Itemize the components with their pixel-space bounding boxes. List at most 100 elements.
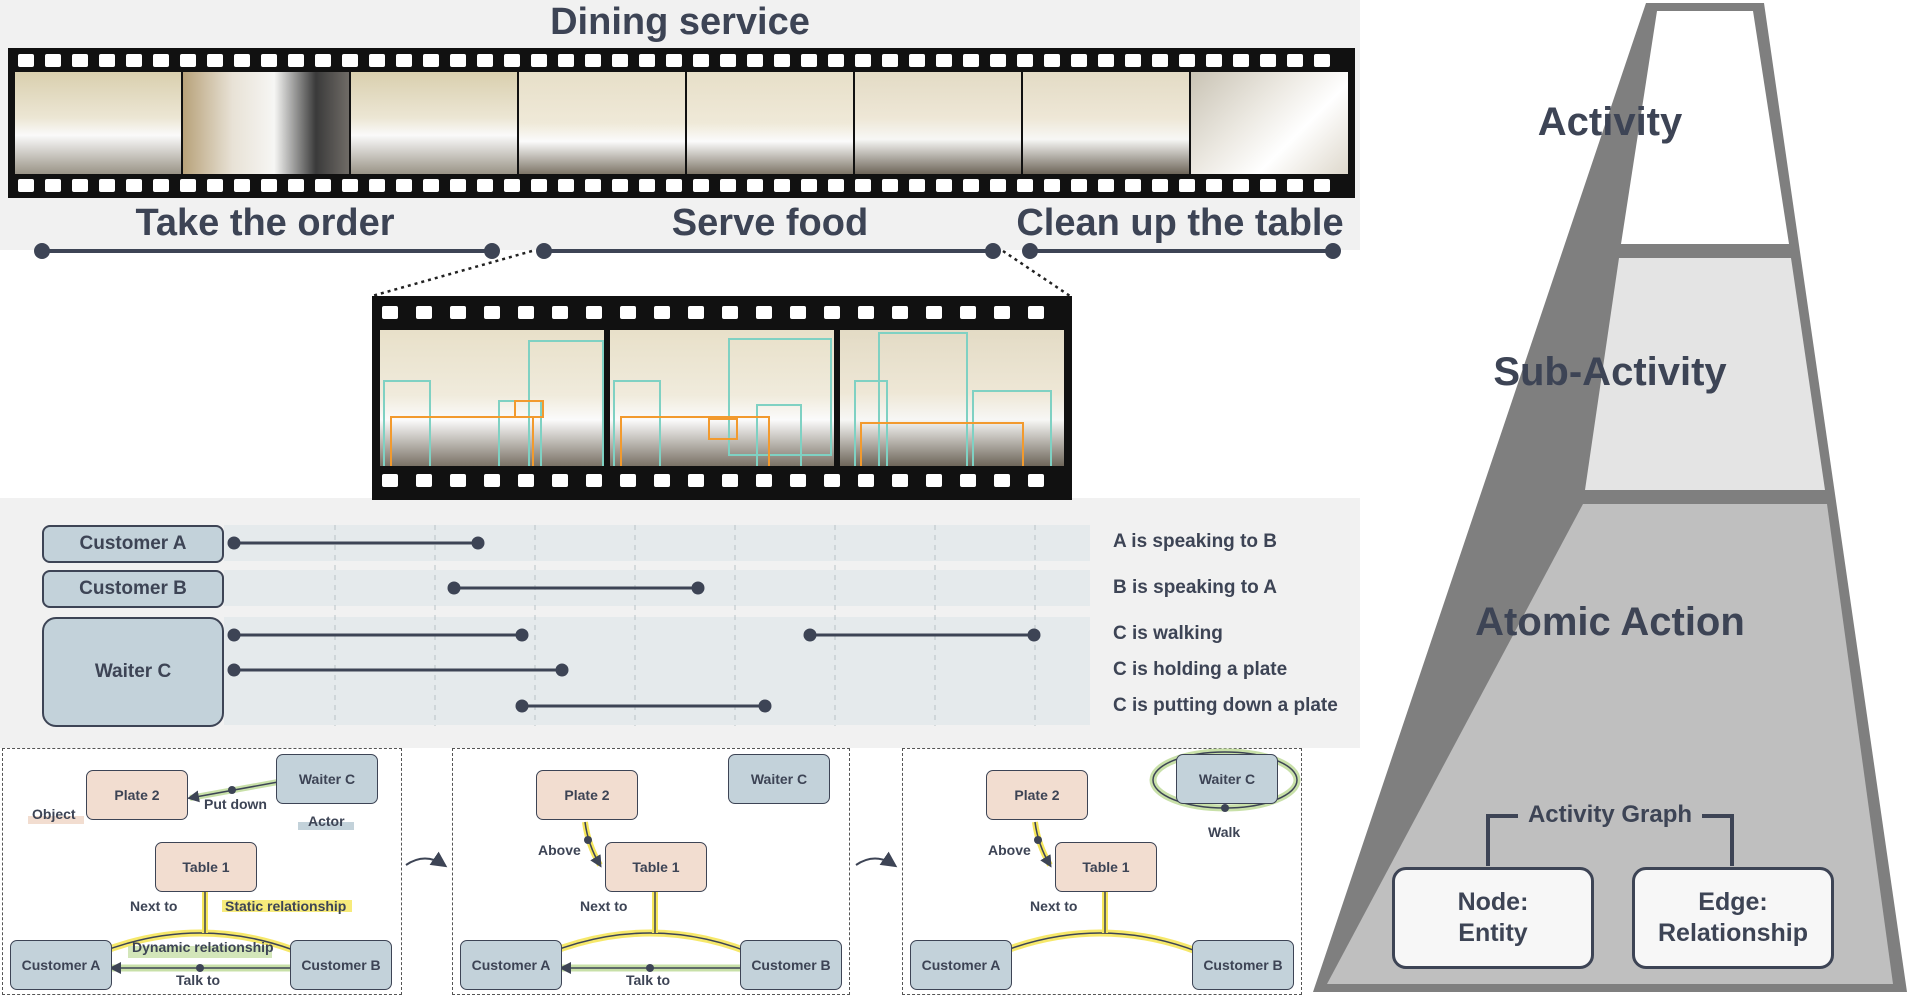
film-sprocket-hole: [855, 179, 871, 192]
film-sprocket-hole: [315, 54, 331, 67]
activity-graph-bracket: [1486, 814, 1734, 866]
action-label: A is speaking to B: [1113, 531, 1277, 552]
film-sprocket-hole: [531, 179, 547, 192]
film-sprocket-hole: [963, 54, 979, 67]
film-sprocket-hole: [926, 306, 942, 319]
film-sprocket-hole: [828, 54, 844, 67]
bbox-teal: [878, 332, 968, 466]
film-sprocket-hole: [1233, 179, 1249, 192]
film-sprocket-hole: [234, 179, 250, 192]
pyramid-tier-activity: [1621, 11, 1789, 244]
film-sprocket-hole: [416, 306, 432, 319]
film-sprocket-hole: [936, 54, 952, 67]
film-sprocket-hole: [1071, 179, 1087, 192]
bbox-teal: [728, 338, 832, 456]
timeline-gridlines: [334, 525, 1036, 726]
zoom-line-left: [371, 249, 533, 298]
segment-label-take-order: Take the order: [135, 202, 395, 244]
film-sprocket-hole: [1233, 54, 1249, 67]
segment-end-dot: [484, 243, 500, 259]
film-sprocket-hole: [586, 306, 602, 319]
legend-dynamic-relationship: Dynamic relationship: [132, 939, 274, 955]
film-sprocket-hole: [747, 54, 763, 67]
film-sprocket-hole: [288, 54, 304, 67]
node-waiter-c: Waiter C: [276, 754, 378, 804]
film-sprocket-hole: [72, 54, 88, 67]
edge-label-next-to: Next to: [1030, 898, 1078, 914]
film-sprocket-hole: [1028, 474, 1044, 487]
node-entity-box: Node: Entity: [1392, 867, 1594, 969]
film-sprocket-hole: [1152, 54, 1168, 67]
bbox-teal: [613, 380, 661, 466]
film-sprocket-hole: [1314, 179, 1330, 192]
film-sprocket-hole: [1206, 54, 1222, 67]
film-sprocket-hole: [909, 54, 925, 67]
video-frame: [351, 72, 517, 174]
film-sprocket-hole: [382, 306, 398, 319]
node-customer-a: Customer A: [460, 940, 562, 990]
film-sprocket-hole: [382, 474, 398, 487]
film-sprocket-hole: [477, 179, 493, 192]
film-sprocket-hole: [1125, 54, 1141, 67]
film-sprocket-hole: [504, 179, 520, 192]
node-table-1: Table 1: [155, 842, 257, 892]
bbox-orange: [620, 416, 770, 466]
film-sprocket-hole: [261, 54, 277, 67]
film-sprocket-hole: [416, 474, 432, 487]
film-sprocket-hole: [207, 54, 223, 67]
film-sprocket-hole: [180, 54, 196, 67]
film-sprocket-hole: [18, 54, 34, 67]
edge-label-next-to: Next to: [130, 898, 178, 914]
edge-label-above: Above: [988, 842, 1031, 858]
film-sprocket-hole: [612, 54, 628, 67]
film-sprocket-hole: [688, 474, 704, 487]
film-sprocket-hole: [855, 54, 871, 67]
zoom-line-right: [1002, 249, 1071, 298]
bbox-teal: [383, 380, 431, 466]
film-sprocket-hole: [612, 179, 628, 192]
video-frame: [15, 72, 181, 174]
hierarchy-pyramid: [1313, 3, 1907, 992]
segment-start-dot: [34, 243, 50, 259]
legend-static-relationship: Static relationship: [225, 898, 347, 914]
bbox-teal: [528, 340, 604, 466]
film-sprocket-hole: [892, 474, 908, 487]
video-frame: [855, 72, 1021, 174]
film-sprocket-hole: [936, 179, 952, 192]
film-sprocket-hole: [1179, 179, 1195, 192]
film-sprocket-hole: [722, 306, 738, 319]
film-sprocket-hole: [858, 474, 874, 487]
tier-label-sub-activity: Sub-Activity: [1493, 350, 1727, 394]
film-sprocket-hole: [693, 54, 709, 67]
activity-title: Dining service: [550, 1, 810, 43]
film-sprocket-hole: [858, 306, 874, 319]
film-sprocket-hole: [585, 54, 601, 67]
film-sprocket-hole: [423, 179, 439, 192]
film-sprocket-hole: [1179, 54, 1195, 67]
bbox-orange: [514, 400, 544, 418]
film-sprocket-hole: [909, 179, 925, 192]
film-sprocket-hole: [1206, 179, 1222, 192]
film-sprocket-hole: [801, 179, 817, 192]
film-sprocket-hole: [790, 306, 806, 319]
video-frame: [1023, 72, 1189, 174]
film-sprocket-hole: [1314, 54, 1330, 67]
film-sprocket-hole: [639, 179, 655, 192]
film-sprocket-hole: [180, 179, 196, 192]
film-sprocket-hole: [315, 179, 331, 192]
node-plate-2: Plate 2: [86, 770, 188, 820]
film-sprocket-hole: [747, 179, 763, 192]
film-sprocket-hole: [720, 54, 736, 67]
edge-label-put-down: Put down: [204, 796, 267, 812]
timeline-bars: [227, 525, 1041, 726]
film-sprocket-hole: [960, 306, 976, 319]
film-sprocket-hole: [824, 306, 840, 319]
film-sprocket-hole: [990, 54, 1006, 67]
film-sprocket-hole: [666, 54, 682, 67]
film-sprocket-hole: [994, 306, 1010, 319]
film-sprocket-hole: [801, 54, 817, 67]
action-label: C is holding a plate: [1113, 659, 1288, 680]
film-sprocket-hole: [1044, 179, 1060, 192]
film-sprocket-hole: [1028, 306, 1044, 319]
